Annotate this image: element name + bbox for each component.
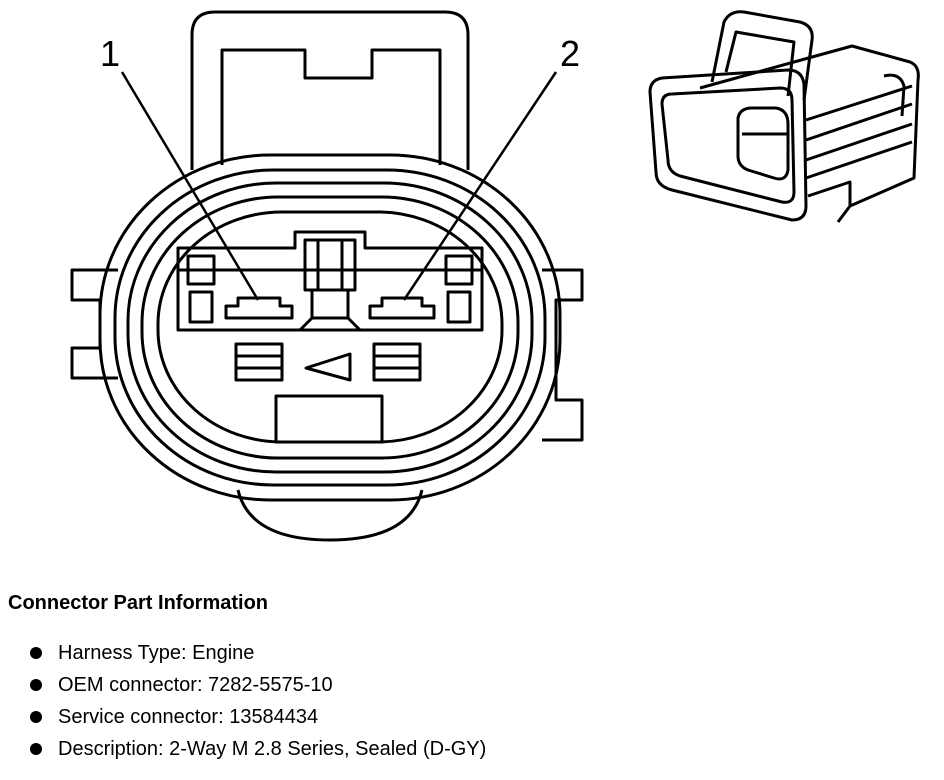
iso-body	[699, 44, 920, 223]
right-window	[444, 254, 474, 286]
list-item-text: Harness Type: Engine	[58, 642, 255, 664]
shell-ring-2	[113, 168, 547, 487]
lock-tab	[190, 10, 470, 170]
bullet-icon	[30, 711, 42, 723]
terminal-1	[224, 296, 294, 320]
bullet-icon	[30, 679, 42, 691]
iso-top-latch	[710, 10, 814, 101]
pin-one-indicator	[304, 352, 352, 382]
section-heading: Connector Part Information	[8, 592, 269, 614]
left-slot	[234, 342, 284, 382]
list-item-description: Description: 2-Way M 2.8 Series, Sealed …	[30, 733, 928, 765]
callout-2: 2	[560, 33, 580, 74]
connector-face-view	[70, 10, 584, 542]
iso-front-face-outer	[648, 68, 808, 222]
connector-diagram: 1 2	[70, 10, 920, 542]
leader-line-2	[402, 71, 558, 301]
connector-part-information: Connector Part Information Harness Type:…	[8, 592, 928, 765]
info-list: Harness Type: Engine OEM connector: 7282…	[8, 637, 928, 765]
list-item-text: Service connector: 13584434	[58, 706, 319, 728]
shell-ring-3	[126, 181, 534, 474]
list-item-oem-connector: OEM connector: 7282-5575-10	[30, 669, 928, 701]
callout-1: 1	[100, 33, 120, 74]
right-slot	[372, 342, 422, 382]
lock-tab-inner	[220, 48, 442, 165]
right-ear	[542, 268, 584, 442]
center-latch	[303, 238, 357, 292]
list-item-service-connector: Service connector: 13584434	[30, 701, 928, 733]
iso-front-face-inner	[660, 86, 796, 204]
outer-shell	[98, 153, 562, 502]
bottom-bulge	[236, 489, 424, 542]
iso-inner-cavity	[736, 106, 790, 181]
connector-isometric-view	[648, 10, 920, 223]
list-item-text: Description: 2-Way M 2.8 Series, Sealed …	[58, 738, 487, 760]
shell-ring-4	[140, 195, 520, 460]
bullet-icon	[30, 647, 42, 659]
left-ear	[70, 268, 118, 380]
bottom-key	[274, 394, 384, 444]
list-item-harness-type: Harness Type: Engine	[30, 637, 928, 669]
terminal-2	[368, 296, 436, 320]
cavity-housing	[176, 230, 484, 332]
list-item-text: OEM connector: 7282-5575-10	[58, 674, 333, 696]
bullet-icon	[30, 743, 42, 755]
leader-line-1	[120, 71, 260, 301]
left-window	[186, 254, 216, 286]
